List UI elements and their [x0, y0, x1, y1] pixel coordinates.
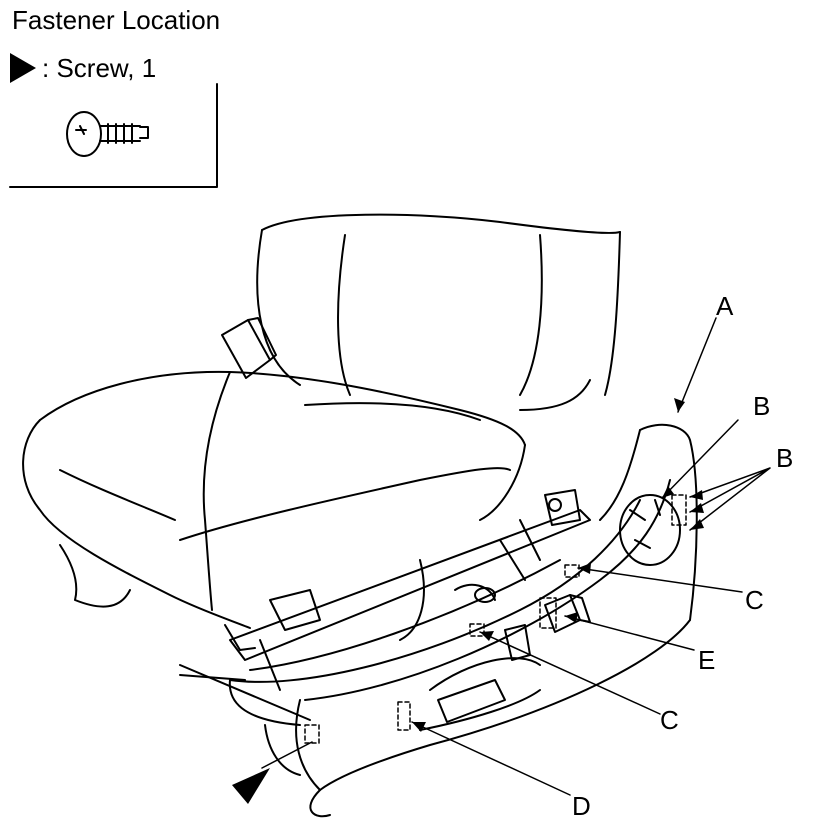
callout-d: D — [572, 791, 591, 821]
callout-e: E — [698, 645, 716, 675]
leader-arrowheads — [412, 398, 704, 732]
seat-belt-buckle — [221, 317, 277, 379]
callout-a: A — [716, 291, 734, 321]
hidden-fasteners — [304, 494, 687, 744]
screw-icon — [66, 111, 149, 157]
callout-b-upper: B — [753, 391, 771, 421]
recline-lever-e — [544, 594, 591, 633]
side-cover-a — [228, 423, 698, 818]
seat-cushion — [22, 370, 526, 629]
clip-c-2 — [469, 623, 485, 637]
seat-frame — [59, 489, 591, 721]
clip-c-1 — [564, 564, 580, 578]
screw-location — [304, 724, 320, 744]
screw-marker-icon — [232, 768, 270, 804]
callout-c-lower: C — [660, 705, 679, 735]
page-title: Fastener Location — [12, 5, 221, 35]
clip-e — [539, 597, 557, 629]
callout-c-upper: C — [745, 585, 764, 615]
callout-b-right: B — [776, 443, 794, 473]
screw-legend-box — [9, 83, 218, 188]
legend-label: : Screw, 1 — [42, 53, 157, 83]
legend: : Screw, 1 — [10, 52, 156, 84]
leader-lines — [261, 317, 771, 796]
height-lever — [419, 624, 541, 731]
clip-d — [397, 701, 411, 731]
seat-back — [256, 213, 621, 411]
clip-b-1 — [671, 494, 687, 526]
screw-marker-icon — [10, 53, 36, 83]
clip-ring — [619, 494, 681, 566]
